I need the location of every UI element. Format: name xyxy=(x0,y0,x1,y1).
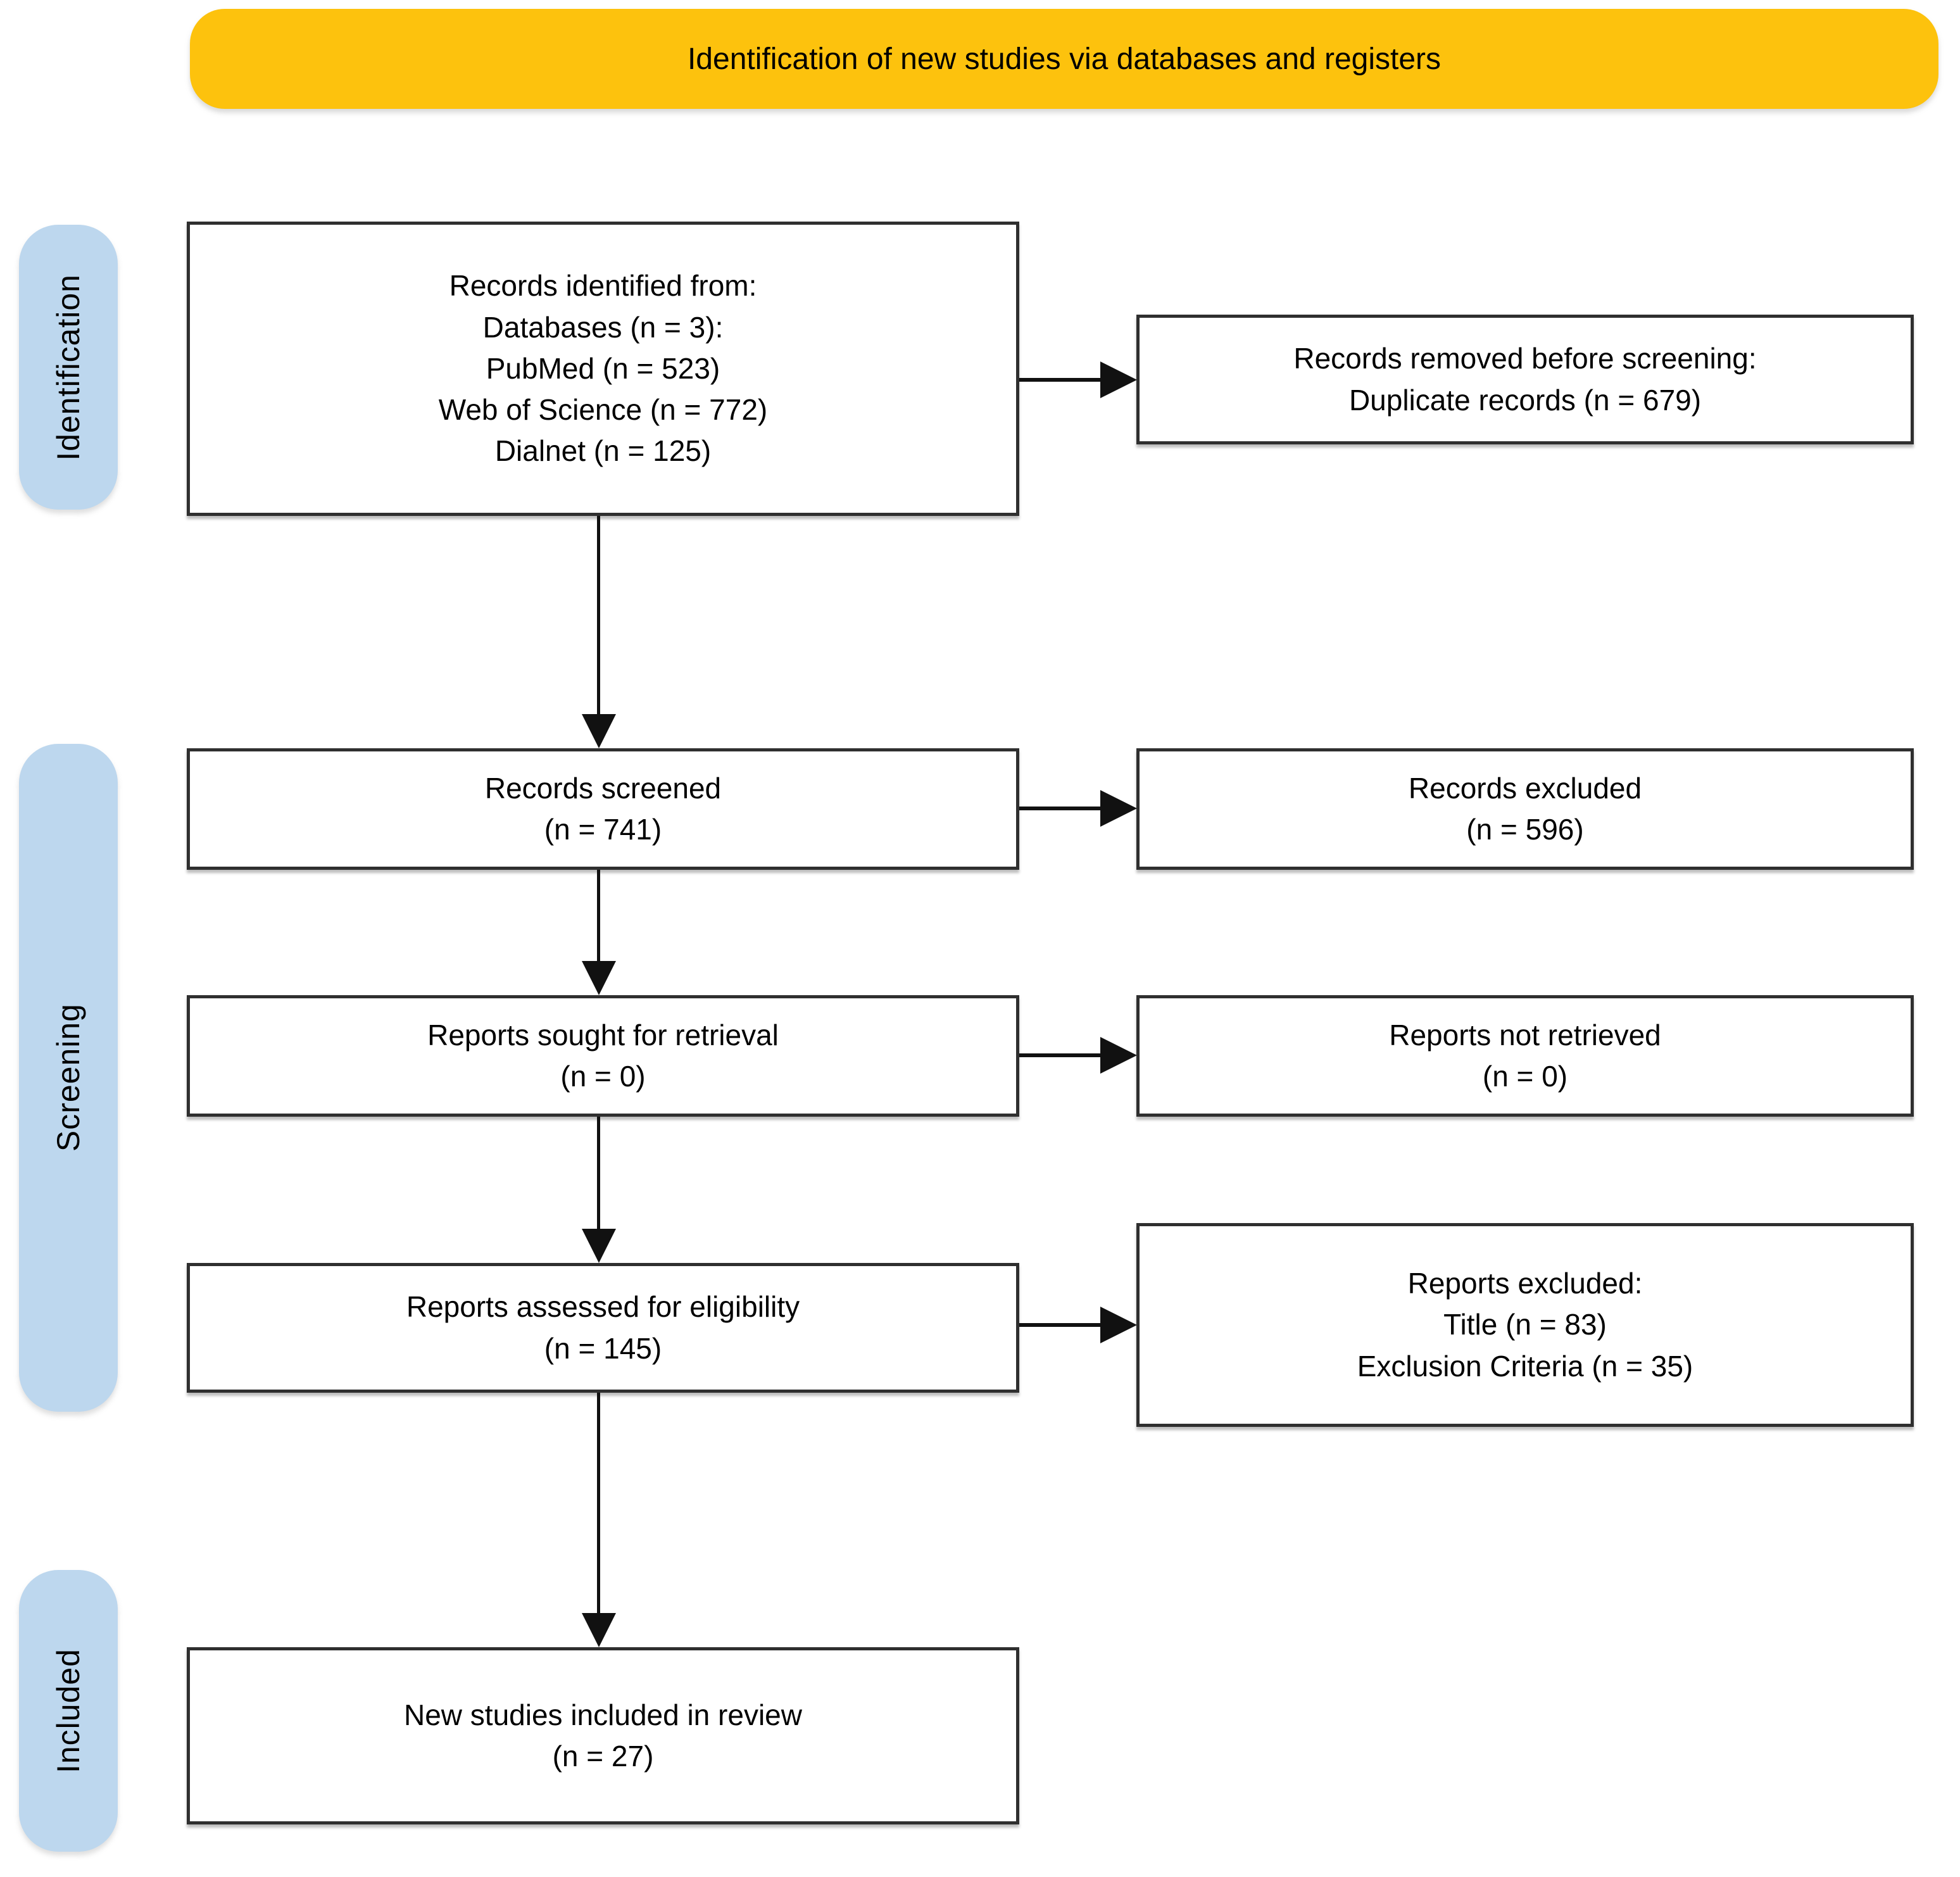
box-reports-not-retrieved: Reports not retrieved (n = 0) xyxy=(1136,995,1914,1117)
arrow-down-icon xyxy=(582,961,616,995)
title-banner-label: Identification of new studies via databa… xyxy=(687,42,1442,76)
arrow-identified-to-screened-line xyxy=(597,516,600,719)
box-line: Reports assessed for eligibility xyxy=(406,1290,800,1324)
box-reports-sought: Reports sought for retrieval (n = 0) xyxy=(187,995,1019,1117)
box-line: Reports sought for retrieval xyxy=(427,1018,779,1051)
box-line: Reports not retrieved xyxy=(1389,1018,1661,1051)
arrow-down-icon xyxy=(582,1229,616,1263)
stage-label-included: Included xyxy=(19,1570,118,1852)
arrow-right-icon xyxy=(1100,361,1137,398)
arrow-screened-to-sought-line xyxy=(597,870,600,964)
arrow-right-icon xyxy=(1100,1307,1137,1343)
box-line: Records excluded xyxy=(1408,771,1642,805)
box-line: Dialnet (n = 125) xyxy=(494,434,712,468)
box-records-screened: Records screened (n = 741) xyxy=(187,748,1019,870)
box-line: Records screened xyxy=(484,771,722,805)
arrow-down-icon xyxy=(582,714,616,748)
title-banner: Identification of new studies via databa… xyxy=(190,9,1938,109)
stage-label-identification-text: Identification xyxy=(51,273,86,461)
arrow-right-icon xyxy=(1100,790,1137,827)
box-line: New studies included in review xyxy=(404,1698,802,1731)
stage-label-screening: Screening xyxy=(19,744,118,1412)
stage-label-included-text: Included xyxy=(51,1648,86,1774)
box-line: (n = 741) xyxy=(544,813,662,846)
arrow-assessed-to-included-line xyxy=(597,1393,600,1616)
box-line: Exclusion Criteria (n = 35) xyxy=(1357,1349,1693,1383)
box-line: Duplicate records (n = 679) xyxy=(1348,383,1702,417)
arrow-right-icon xyxy=(1100,1037,1137,1074)
stage-label-screening-text: Screening xyxy=(51,1003,86,1152)
box-studies-included: New studies included in review (n = 27) xyxy=(187,1647,1019,1824)
box-line: Web of Science (n = 772) xyxy=(438,393,768,427)
box-line: Records identified from: xyxy=(449,269,757,303)
box-records-excluded: Records excluded (n = 596) xyxy=(1136,748,1914,870)
box-line: (n = 596) xyxy=(1466,813,1584,846)
box-reports-assessed: Reports assessed for eligibility (n = 14… xyxy=(187,1263,1019,1393)
box-line: Title (n = 83) xyxy=(1443,1308,1607,1341)
box-line: PubMed (n = 523) xyxy=(486,351,720,385)
arrow-down-icon xyxy=(582,1613,616,1647)
arrow-sought-to-notretrieved-line xyxy=(1019,1053,1103,1057)
arrow-screened-to-excluded-line xyxy=(1019,807,1103,810)
arrow-sought-to-assessed-line xyxy=(597,1117,600,1231)
box-line: (n = 0) xyxy=(1482,1060,1568,1093)
box-line: Reports excluded: xyxy=(1407,1267,1643,1300)
box-line: Databases (n = 3): xyxy=(482,310,724,344)
box-line: Records removed before screening: xyxy=(1293,342,1757,375)
arrow-identified-to-removed-line xyxy=(1019,378,1103,382)
box-records-removed: Records removed before screening: Duplic… xyxy=(1136,315,1914,444)
box-line: (n = 0) xyxy=(560,1060,646,1093)
box-records-identified: Records identified from: Databases (n = … xyxy=(187,222,1019,516)
box-line: (n = 145) xyxy=(544,1331,662,1365)
arrow-assessed-to-reportsexcluded-line xyxy=(1019,1323,1103,1327)
box-line: (n = 27) xyxy=(552,1740,654,1773)
stage-label-identification: Identification xyxy=(19,225,118,510)
box-reports-excluded: Reports excluded: Title (n = 83) Exclusi… xyxy=(1136,1223,1914,1427)
